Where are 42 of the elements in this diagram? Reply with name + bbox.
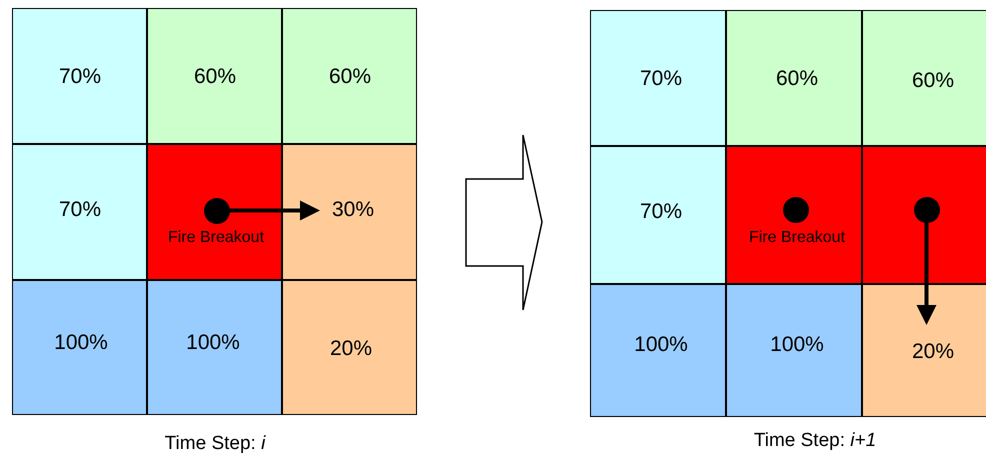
percentage-label: 70% bbox=[640, 67, 682, 91]
percentage-label: 70% bbox=[640, 200, 682, 224]
cell-label: Fire Breakout bbox=[168, 229, 264, 247]
percentage-label: 60% bbox=[776, 67, 818, 91]
percentage-label: 70% bbox=[58, 198, 102, 222]
cell-label: Fire Breakout bbox=[748, 229, 846, 247]
percentage-label: 20% bbox=[330, 337, 372, 361]
time-step-caption: Time Step: i bbox=[164, 433, 266, 455]
fire-dot bbox=[914, 196, 940, 222]
grid-cell bbox=[862, 146, 986, 284]
grid-cell bbox=[12, 280, 147, 415]
fire-dot bbox=[204, 198, 230, 224]
percentage-label: 60% bbox=[912, 69, 954, 93]
grid-cell bbox=[590, 284, 726, 417]
percentage-label: 100% bbox=[770, 333, 824, 357]
percentage-label: 30% bbox=[332, 198, 374, 222]
grid-cell bbox=[147, 8, 282, 144]
grid-cell bbox=[726, 146, 862, 284]
grid-cell bbox=[862, 284, 986, 417]
time-step-caption: Time Step: i+1 bbox=[754, 430, 876, 452]
percentage-label: 20% bbox=[912, 340, 954, 364]
grid-cell bbox=[12, 144, 147, 280]
fire-dot bbox=[782, 196, 808, 222]
percentage-label: 60% bbox=[194, 65, 236, 89]
grid-cell bbox=[147, 144, 282, 280]
grid-cell bbox=[590, 10, 726, 146]
percentage-label: 100% bbox=[54, 331, 108, 355]
percentage-label: 100% bbox=[186, 331, 240, 355]
grid-cell bbox=[726, 10, 862, 146]
grid-cell bbox=[282, 280, 417, 415]
grid-cell bbox=[147, 280, 282, 415]
percentage-label: 100% bbox=[634, 333, 688, 357]
arrow bbox=[230, 200, 320, 220]
arrow bbox=[916, 222, 936, 325]
percentage-label: 70% bbox=[58, 65, 102, 89]
grid-cell bbox=[590, 146, 726, 284]
grid-cell bbox=[726, 284, 862, 417]
grid-cell bbox=[12, 8, 147, 144]
grid-cell bbox=[282, 8, 417, 144]
grid-cell bbox=[282, 144, 417, 280]
percentage-label: 60% bbox=[328, 65, 372, 89]
grid-cell bbox=[862, 10, 986, 146]
